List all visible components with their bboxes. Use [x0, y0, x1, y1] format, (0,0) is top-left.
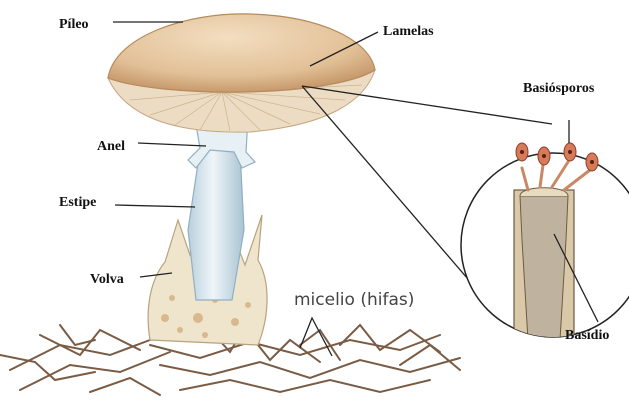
label-basiosporos: Basiósporos — [523, 81, 595, 96]
leader-anel — [138, 143, 206, 146]
basidium-cell — [520, 196, 568, 340]
label-pileo: Píleo — [59, 17, 89, 32]
label-lamelas: Lamelas — [383, 24, 434, 39]
label-micelio: micelio (hifas) — [294, 290, 414, 310]
label-anel: Anel — [97, 139, 125, 154]
label-basidio: Basídio — [565, 328, 609, 343]
leader-estipe — [115, 205, 195, 207]
label-volva: Volva — [90, 272, 124, 287]
zoom-line-bottom — [302, 86, 486, 300]
label-estipe: Estipe — [59, 195, 96, 210]
